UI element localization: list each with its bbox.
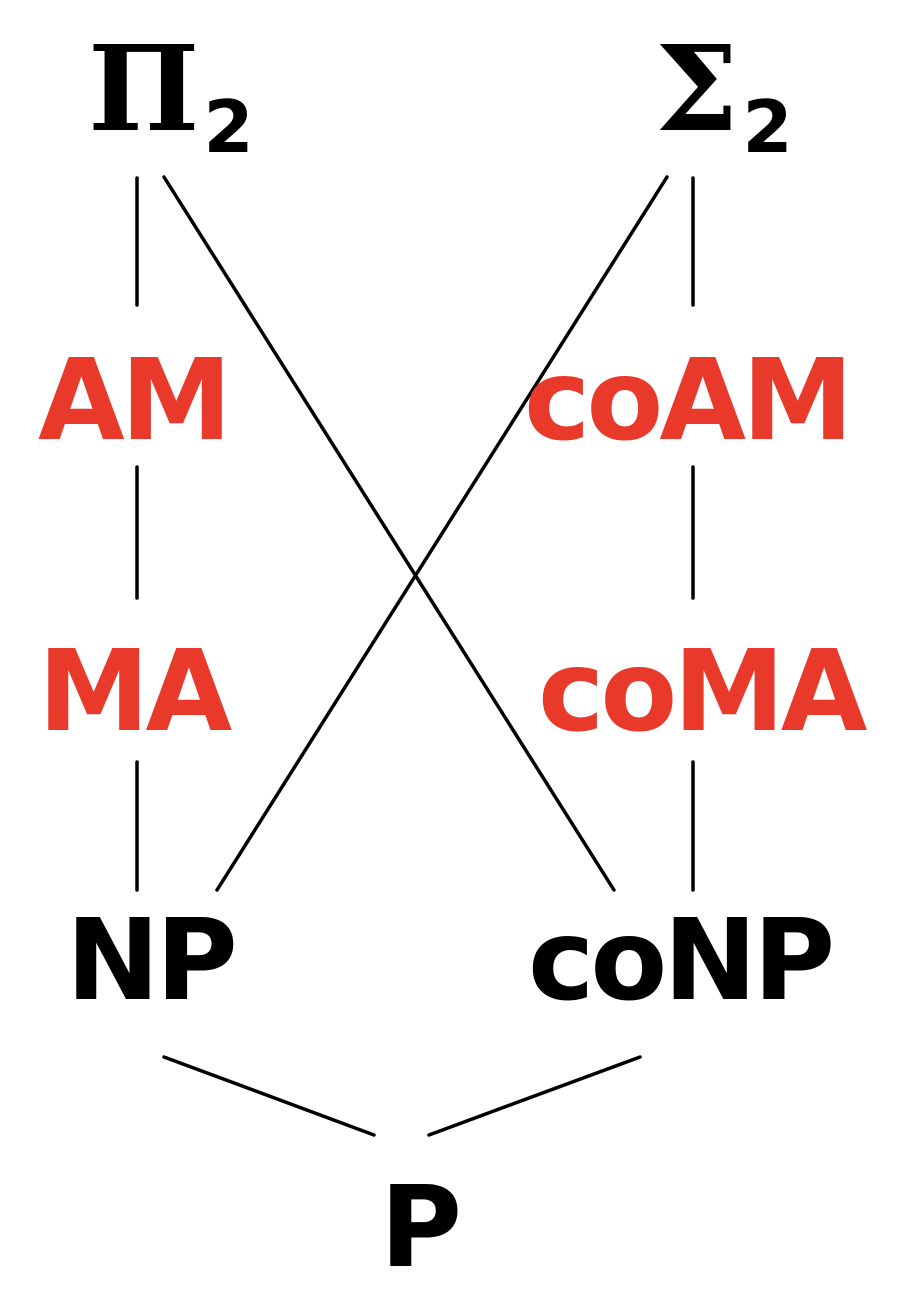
node-pi2: Π2 xyxy=(88,30,254,164)
node-coma: coMA xyxy=(538,627,867,757)
node-sigma2: Σ2 xyxy=(655,30,793,164)
node-sigma2-symbol: Σ xyxy=(655,19,739,158)
node-coam: coAM xyxy=(524,336,853,466)
node-np: NP xyxy=(66,896,238,1026)
edge-conp-p xyxy=(427,1055,642,1137)
node-ma: MA xyxy=(38,627,232,757)
node-p: P xyxy=(380,1163,462,1293)
node-conp: coNP xyxy=(528,896,835,1026)
node-pi2-symbol: Π xyxy=(88,19,200,158)
edge-np-p xyxy=(162,1055,376,1137)
node-sigma2-subscript: 2 xyxy=(742,85,793,169)
edge-sig2-np xyxy=(215,175,669,892)
node-pi2-subscript: 2 xyxy=(203,85,254,169)
edge-pi2-conp xyxy=(162,175,616,892)
node-am: AM xyxy=(38,336,232,466)
